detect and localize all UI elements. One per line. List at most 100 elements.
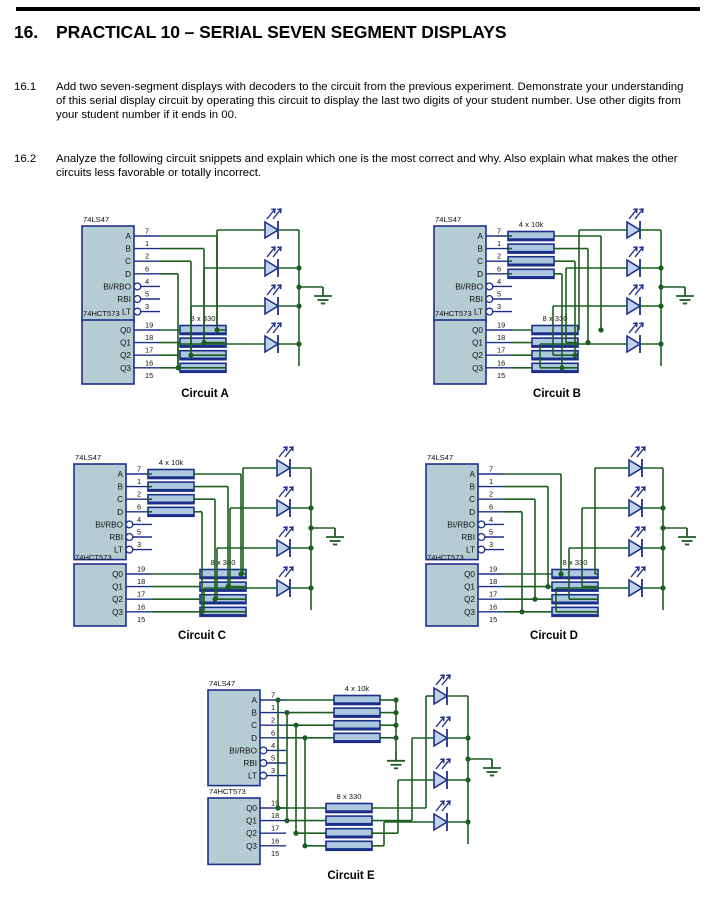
- pin-number: 17: [489, 590, 497, 599]
- pin-number: 5: [271, 754, 275, 763]
- led-symbol: [264, 246, 282, 278]
- pin-number: 15: [489, 615, 497, 624]
- pin-label: C: [251, 721, 257, 730]
- circuit-caption-c: Circuit C: [178, 630, 226, 642]
- schematic-e: 74LS47A7B1C2D6BI/RBO4RBI5LT374HCT573Q019…: [207, 674, 501, 866]
- pin-label: Q0: [472, 326, 483, 335]
- led-symbol: [628, 526, 646, 558]
- pin-label: C: [477, 257, 483, 266]
- pin-number: 4: [489, 515, 493, 524]
- pin-number: 2: [137, 490, 141, 499]
- pin-number: 6: [489, 502, 493, 511]
- pin-number: 3: [497, 302, 501, 311]
- pin-label: A: [478, 232, 484, 241]
- led-symbol: [626, 208, 644, 240]
- pin-label: A: [126, 232, 132, 241]
- paragraph-number: 16.2: [14, 153, 37, 165]
- pin-number: 5: [145, 290, 149, 299]
- pin-number: 7: [145, 227, 149, 236]
- pin-label: RBI: [109, 533, 123, 542]
- chip-name: 74LS47: [427, 453, 453, 462]
- ground-symbol: [483, 759, 501, 777]
- led-symbol: [628, 446, 646, 478]
- pin-label: Q1: [464, 583, 475, 592]
- pin-number: 5: [497, 290, 501, 299]
- resistor-pack-label: 8 x 330: [563, 558, 588, 567]
- pin-label: Q2: [246, 829, 257, 838]
- resistor-pack-label: 8 x 330: [191, 314, 216, 323]
- pin-label: B: [118, 483, 124, 492]
- pin-number: 3: [489, 540, 493, 549]
- pin-label: RBI: [461, 533, 475, 542]
- header-rule: [16, 7, 700, 11]
- pin-label: RBI: [117, 295, 131, 304]
- pin-label: Q3: [120, 364, 131, 373]
- led-symbol: [626, 284, 644, 316]
- pin-number: 19: [145, 321, 153, 330]
- section-title: PRACTICAL 10 – SERIAL SEVEN SEGMENT DISP…: [56, 22, 507, 42]
- pin-number: 2: [489, 490, 493, 499]
- pin-label: B: [478, 245, 484, 254]
- chip-name: 74HCT573: [83, 309, 120, 318]
- resistor-pack-label: 4 x 10k: [519, 220, 544, 229]
- pin-number: 19: [489, 565, 497, 574]
- chip-name: 74LS47: [83, 215, 109, 224]
- pin-number: 3: [271, 766, 275, 775]
- pin-label: RBI: [243, 759, 257, 768]
- pin-number: 16: [137, 602, 145, 611]
- pin-number: 2: [145, 252, 149, 261]
- pin-number: 16: [145, 358, 153, 367]
- pin-number: 5: [489, 528, 493, 537]
- pin-number: 6: [145, 264, 149, 273]
- pin-label: C: [117, 495, 123, 504]
- pin-label: LT: [114, 546, 123, 555]
- circuit-caption-a: Circuit A: [181, 388, 229, 400]
- ground-symbol: [314, 287, 332, 305]
- pin-number: 3: [137, 540, 141, 549]
- resistor-pack-label: 8 x 330: [211, 558, 236, 567]
- pin-number: 19: [497, 321, 505, 330]
- pin-number: 2: [271, 716, 275, 725]
- led-symbol: [433, 800, 451, 832]
- chip-name: 74LS47: [209, 679, 235, 688]
- pin-label: RBI: [469, 295, 483, 304]
- led-symbol: [276, 526, 294, 558]
- pin-label: D: [125, 270, 131, 279]
- pin-label: Q1: [472, 339, 483, 348]
- pin-number: 7: [497, 227, 501, 236]
- pin-label: C: [469, 495, 475, 504]
- pin-number: 15: [497, 371, 505, 380]
- pin-number: 1: [497, 239, 501, 248]
- pin-number: 4: [271, 741, 275, 750]
- pin-label: Q2: [472, 351, 483, 360]
- pin-number: 17: [497, 346, 505, 355]
- resistor-pack-label: 4 x 10k: [345, 684, 370, 693]
- pin-number: 15: [271, 849, 279, 858]
- led-symbol: [264, 284, 282, 316]
- pin-label: A: [118, 470, 124, 479]
- pin-number: 1: [271, 703, 275, 712]
- paragraph-number: 16.1: [14, 81, 37, 93]
- pin-label: BI/RBO: [447, 520, 475, 529]
- pin-label: Q2: [120, 351, 131, 360]
- pin-label: A: [252, 696, 258, 705]
- pin-number: 16: [271, 836, 279, 845]
- pin-label: Q1: [246, 817, 257, 826]
- chip-name: 74HCT573: [435, 309, 472, 318]
- led-symbol: [433, 716, 451, 748]
- pin-number: 18: [145, 333, 153, 342]
- pin-label: Q3: [112, 608, 123, 617]
- pin-label: D: [251, 734, 257, 743]
- pin-label: Q1: [112, 583, 123, 592]
- pin-number: 5: [137, 528, 141, 537]
